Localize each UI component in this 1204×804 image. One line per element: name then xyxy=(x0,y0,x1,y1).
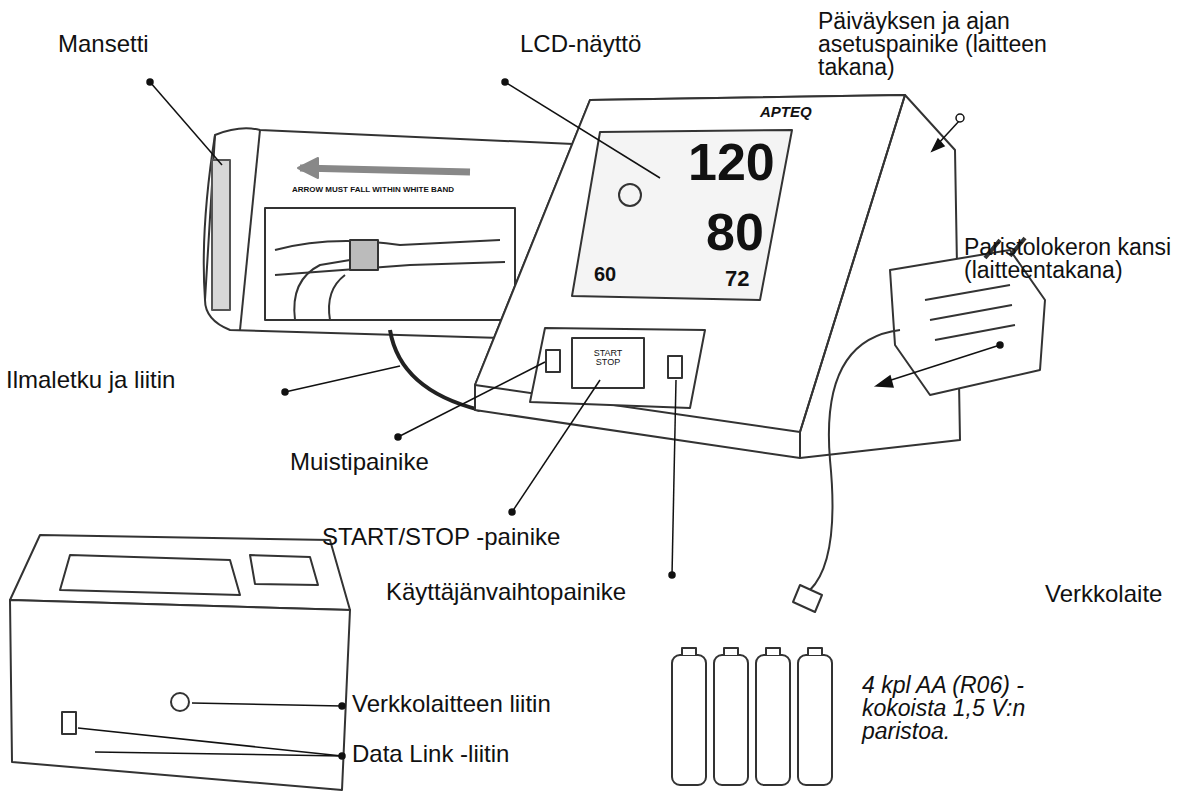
cuff-arrow xyxy=(300,168,470,172)
device-top xyxy=(10,535,350,610)
part-label: START/STOP -painike xyxy=(322,525,560,549)
arm-outline xyxy=(275,240,505,275)
adapter-ribs xyxy=(925,285,1015,340)
part-label: Paristolokeron kansi (laitteentakana) xyxy=(964,236,1196,282)
monitor-edge xyxy=(800,95,905,458)
arm-picture xyxy=(265,208,515,320)
adapter-port xyxy=(171,693,189,711)
cuff-text: ARROW MUST FALL WITHIN WHITE BAND xyxy=(292,186,454,194)
part-label: Mansetti xyxy=(58,32,149,56)
data-port xyxy=(62,712,76,734)
device-panel xyxy=(250,555,318,585)
air-tube xyxy=(390,330,480,410)
lcd-digits: 72 xyxy=(725,268,749,290)
lcd-digits: 120 xyxy=(688,136,775,188)
part-label: Verkkolaitteen liitin xyxy=(352,692,551,716)
part-label: Käyttäjänvaihtopainike xyxy=(386,580,626,604)
battery-note: 4 kpl AA (R06) -kokoista 1,5 V:n paristo… xyxy=(862,674,1084,743)
device-front xyxy=(10,600,350,790)
button-text: START STOP xyxy=(584,349,632,367)
part-label: Muistipainike xyxy=(290,450,429,474)
adapter-plug xyxy=(793,585,822,612)
arm-cuff xyxy=(350,240,378,270)
cuff-fold xyxy=(240,130,260,330)
monitor-face xyxy=(475,95,905,432)
part-label: Data Link -liitin xyxy=(352,742,509,766)
memory-button xyxy=(546,350,560,372)
hand-outline xyxy=(294,260,350,320)
adapter-cord xyxy=(810,330,900,590)
cuff-band xyxy=(212,160,230,310)
power-icon xyxy=(619,184,641,206)
leader-lines xyxy=(78,79,1003,759)
cuff-arrowhead xyxy=(298,158,318,178)
user-button xyxy=(668,356,682,378)
part-label: Verkkolaite xyxy=(1045,582,1162,606)
monitor-body xyxy=(475,95,960,458)
part-label: Päiväyksen ja ajan asetuspainike (laitte… xyxy=(818,10,1063,79)
part-label: LCD-näyttö xyxy=(520,32,641,56)
device-screen xyxy=(60,555,240,595)
brand-logo: APTEQ xyxy=(760,104,812,119)
lcd-digits: 60 xyxy=(594,264,616,284)
batteries xyxy=(672,648,832,785)
part-label: Ilmaletku ja liitin xyxy=(6,368,175,392)
button-panel xyxy=(530,328,705,408)
lcd-digits: 80 xyxy=(706,206,764,258)
start-button xyxy=(572,338,644,388)
lcd-screen xyxy=(572,130,792,300)
